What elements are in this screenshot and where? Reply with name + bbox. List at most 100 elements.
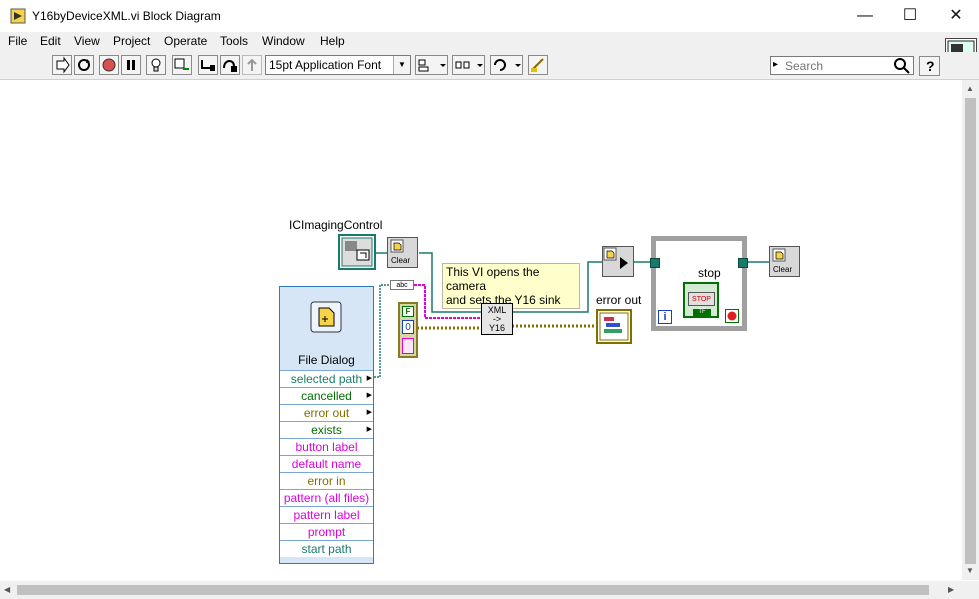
menu-edit[interactable]: Edit xyxy=(40,34,61,48)
output-arrow-icon: ▶ xyxy=(366,375,372,382)
loop-iteration-terminal: i xyxy=(658,310,672,324)
reorder-icon[interactable] xyxy=(490,55,523,75)
arrow-label: -> xyxy=(492,314,502,324)
property-node-icon xyxy=(772,248,786,262)
step-over-icon[interactable] xyxy=(220,55,240,75)
pause-icon[interactable] xyxy=(121,55,141,75)
file-dialog-terminal[interactable]: selected path▶ xyxy=(280,370,373,387)
error-out-label: error out xyxy=(596,293,642,307)
step-into-icon[interactable] xyxy=(198,55,218,75)
run-continuously-icon[interactable] xyxy=(74,55,94,75)
scroll-up-icon[interactable]: ▲ xyxy=(966,84,974,93)
window-title: Y16byDeviceXML.vi Block Diagram xyxy=(32,9,221,23)
menu-bar xyxy=(0,32,979,52)
title-bar: Y16byDeviceXML.vi Block Diagram — ☐ ✕ xyxy=(0,0,979,32)
file-dialog-terminal[interactable]: pattern (all files) xyxy=(280,489,373,506)
terminal-label: selected path xyxy=(290,372,363,386)
maximize-button[interactable]: ☐ xyxy=(902,7,918,24)
stop-button-terminal[interactable]: STOP TF xyxy=(683,282,719,318)
horizontal-scroll-thumb[interactable] xyxy=(17,585,929,595)
bool-f-label: F xyxy=(405,307,411,316)
clean-up-diagram-icon[interactable] xyxy=(528,55,548,75)
file-dialog-terminal[interactable]: cancelled▶ xyxy=(280,387,373,404)
terminal-label: start path xyxy=(301,542,352,556)
imaging-control-label: ICImagingControl xyxy=(289,218,383,232)
menu-view[interactable]: View xyxy=(74,34,100,48)
file-dialog-terminal[interactable]: pattern label xyxy=(280,506,373,523)
search-field[interactable]: ▸ xyxy=(770,56,914,75)
terminal-label: error out xyxy=(303,406,350,420)
terminal-label: button label xyxy=(295,440,358,454)
clear-label-2: Clear xyxy=(773,265,793,274)
context-help-button[interactable]: ? xyxy=(919,56,940,76)
scroll-right-icon[interactable]: ▶ xyxy=(948,585,955,594)
loop-index-label: i xyxy=(663,311,667,323)
scrollbar-corner xyxy=(962,581,979,599)
highlight-execution-icon[interactable] xyxy=(146,55,166,75)
tf-label: TF xyxy=(693,309,711,316)
file-dialog-terminal[interactable]: start path xyxy=(280,540,373,557)
output-arrow-icon: ▶ xyxy=(366,426,372,433)
stop-button-face: STOP xyxy=(688,292,715,306)
run-arrow-icon[interactable] xyxy=(52,55,72,75)
file-dialog-terminal[interactable]: prompt xyxy=(280,523,373,540)
cluster-constant[interactable]: F 0 xyxy=(398,302,418,358)
retain-wire-values-icon[interactable] xyxy=(172,55,192,75)
menu-tools[interactable]: Tools xyxy=(220,34,249,48)
file-dialog-title: File Dialog xyxy=(298,353,355,367)
numeric-zero-label: 0 xyxy=(405,322,411,333)
loop-tunnel-left xyxy=(650,258,660,268)
property-node-icon xyxy=(390,239,404,253)
numeric-constant[interactable]: 0 xyxy=(402,320,414,334)
abort-icon[interactable] xyxy=(99,55,119,75)
output-arrow-icon: ▶ xyxy=(366,409,372,416)
search-icon[interactable] xyxy=(893,57,911,77)
xml-label: XML xyxy=(487,305,507,315)
y16-label: Y16 xyxy=(488,323,505,333)
file-dialog-terminal[interactable]: button label xyxy=(280,438,373,455)
menu-operate[interactable]: Operate xyxy=(164,34,208,48)
chevron-down-icon: ▼ xyxy=(393,56,410,74)
horizontal-scrollbar[interactable]: ◀ ▶ xyxy=(0,581,962,599)
terminal-label: error in xyxy=(307,474,346,488)
labview-app-icon xyxy=(10,8,26,24)
menu-window[interactable]: Window xyxy=(262,34,305,48)
help-icon: ? xyxy=(926,58,935,74)
file-dialog-terminal[interactable]: error in xyxy=(280,472,373,489)
terminal-label: exists xyxy=(311,423,342,437)
file-dialog-terminal[interactable]: error out ▶ xyxy=(280,404,373,421)
distribute-objects-icon[interactable] xyxy=(452,55,485,75)
scroll-down-icon[interactable]: ▼ xyxy=(966,566,974,575)
terminal-label: default name xyxy=(291,457,362,471)
boolean-false-constant[interactable]: F xyxy=(402,306,414,317)
string-constant[interactable] xyxy=(402,338,414,354)
terminal-label: pattern label xyxy=(293,508,360,522)
clear-node-1[interactable]: Clear xyxy=(387,237,418,268)
step-out-icon[interactable] xyxy=(242,55,262,75)
file-dialog-node[interactable]: File Dialog selected path▶cancelled▶erro… xyxy=(279,286,374,564)
search-input[interactable] xyxy=(785,58,893,73)
comment-line-1: This VI opens the camera xyxy=(446,265,540,293)
align-objects-icon[interactable] xyxy=(415,55,448,75)
string-constant-icon[interactable]: abc xyxy=(390,280,414,290)
clear-label-1: Clear xyxy=(391,256,411,265)
imaging-control-terminal[interactable] xyxy=(338,234,376,270)
close-button[interactable]: ✕ xyxy=(949,7,963,24)
font-dropdown[interactable]: 15pt Application Font ▼ xyxy=(265,55,411,75)
clear-node-2[interactable]: Clear xyxy=(769,246,800,277)
vertical-scrollbar[interactable]: ▲ ▼ xyxy=(962,80,979,580)
file-dialog-terminal[interactable]: exists ▶ xyxy=(280,421,373,438)
error-out-indicator[interactable] xyxy=(596,309,632,344)
loop-tunnel-right xyxy=(738,258,748,268)
terminal-label: pattern (all files) xyxy=(283,491,370,505)
minimize-button[interactable]: — xyxy=(857,7,873,24)
vertical-scroll-thumb[interactable] xyxy=(965,98,976,564)
scroll-left-icon[interactable]: ◀ xyxy=(4,585,11,594)
terminal-label: cancelled xyxy=(301,389,352,403)
invoke-node[interactable] xyxy=(602,246,634,277)
file-dialog-terminal[interactable]: default name xyxy=(280,455,373,472)
menu-help[interactable]: Help xyxy=(320,34,345,48)
xml-to-y16-subvi[interactable]: XML -> Y16 xyxy=(481,303,513,335)
menu-project[interactable]: Project xyxy=(113,34,151,48)
menu-file[interactable]: File xyxy=(8,34,28,48)
